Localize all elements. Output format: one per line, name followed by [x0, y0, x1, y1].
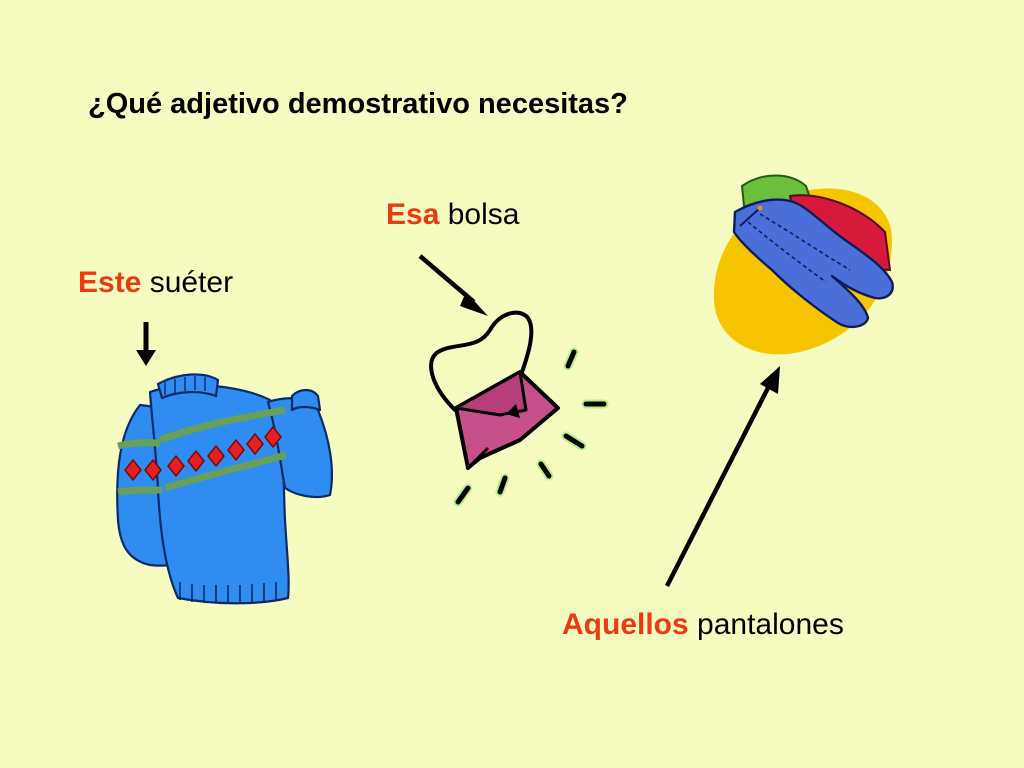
arrow-jeans-icon — [664, 366, 780, 588]
jeans-clipart-icon — [713, 174, 894, 355]
bag-clipart-icon — [429, 310, 609, 507]
demonstrative-esa: Esa — [386, 198, 440, 231]
noun-sueter: suéter — [149, 266, 234, 299]
sparkle-4 — [536, 459, 554, 481]
noun-pantalones: pantalones — [697, 608, 844, 641]
sparkle-3 — [561, 431, 587, 451]
demonstrative-este: Este — [78, 266, 142, 299]
label-esa-bolsa: Esa bolsa — [386, 198, 519, 232]
slide-title: ¿Qué adjetivo demostrativo necesitas? — [88, 88, 628, 120]
label-este-sueter: Este suéter — [78, 266, 233, 300]
sparkle-1 — [563, 347, 579, 371]
sparkle-5 — [495, 473, 510, 497]
demonstrative-aquellos: Aquellos — [562, 608, 689, 641]
sweater-clipart-icon — [116, 373, 333, 605]
label-aquellos-pantalones: Aquellos pantalones — [562, 608, 844, 642]
arrow-sweater-icon — [136, 322, 156, 366]
noun-bolsa: bolsa — [447, 198, 520, 231]
arrow-bag-icon — [418, 254, 488, 316]
sparkle-6 — [453, 483, 473, 507]
